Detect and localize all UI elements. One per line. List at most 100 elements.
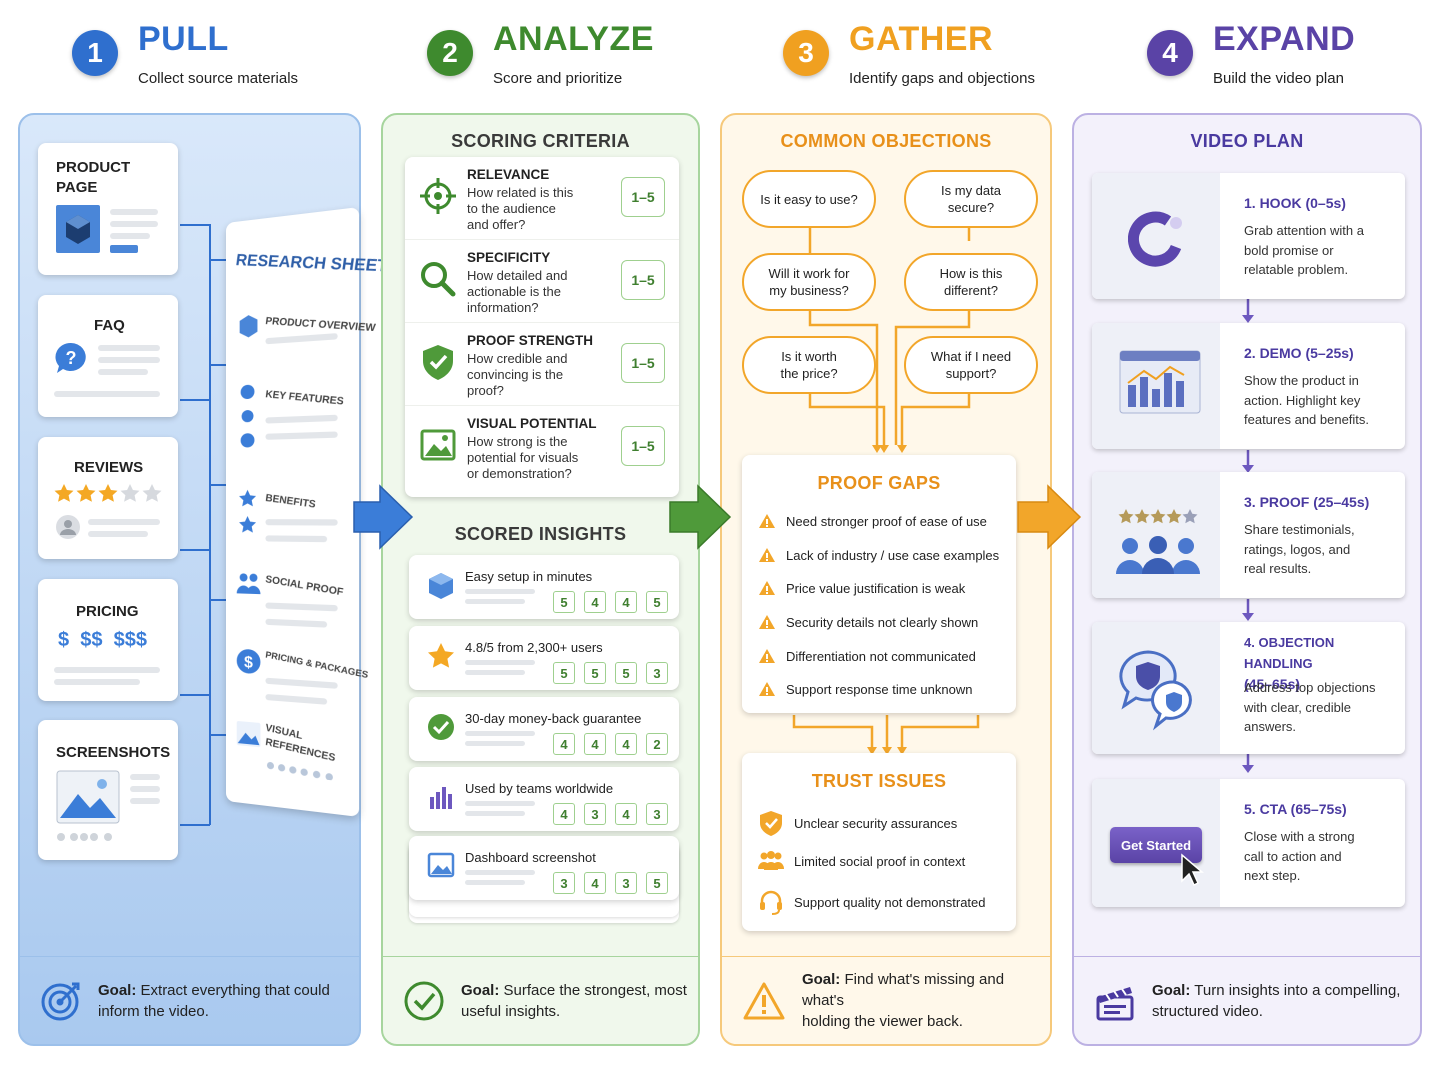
video-step-title: 1. HOOK (0–5s)	[1244, 195, 1346, 211]
people-icon	[1116, 536, 1200, 574]
step-subtitle: Identify gaps and objections	[849, 70, 1035, 87]
warning-icon	[759, 581, 775, 595]
get-started-button[interactable]: Get Started	[1110, 827, 1202, 863]
goal-label: Goal:	[801, 971, 841, 988]
goal-text: structured video.	[1152, 1002, 1263, 1020]
goal-label: Goal:	[461, 981, 500, 999]
expand-column: VIDEO PLAN 1. HOOK (0–5s) Grab attention…	[1072, 113, 1422, 1046]
analyze-column: SCORING CRITERIA RELEVANCE How related i…	[381, 113, 700, 1046]
score-range: 1–5	[621, 426, 665, 466]
source-label: SCREENSHOTS	[56, 744, 171, 761]
source-faq: FAQ ?	[38, 295, 178, 417]
pull-column: PRODUCT PAGE FAQ ? REVIEWS	[18, 113, 389, 1046]
step-subtitle: Score and prioritize	[493, 70, 623, 87]
source-label: FAQ	[94, 317, 125, 334]
cube-icon	[239, 314, 258, 339]
source-label: PRODUCT	[56, 159, 131, 176]
video-step-title: 3. PROOF (25–45s)	[1244, 494, 1370, 510]
goal-text: inform the video.	[98, 1002, 209, 1020]
cube-icon	[429, 573, 453, 599]
question-bubble-icon: ?	[55, 342, 86, 373]
source-label: PRICING	[76, 603, 139, 620]
source-screenshots: SCREENSHOTS	[38, 720, 178, 860]
warning-icon	[759, 682, 775, 696]
star-icon	[428, 643, 454, 668]
image-icon	[427, 852, 455, 878]
proof-gaps-card: PROOF GAPS Need stronger proof of ease o…	[742, 455, 1016, 713]
insight-text: Dashboard screenshot	[465, 850, 596, 865]
section-title: TRUST ISSUES	[811, 771, 947, 791]
warning-icon	[759, 548, 775, 562]
star-icon	[239, 489, 257, 533]
video-step-cta: Get Started 5. CTA (65–75s) Close with a…	[1092, 779, 1405, 907]
trust-issues-card: TRUST ISSUES Unclear security assurances…	[742, 753, 1016, 931]
proof-gap-item: Price value justification is weak	[758, 580, 965, 596]
people-icon	[236, 573, 261, 595]
warning-icon	[759, 615, 775, 629]
source-pricing: PRICING $ $$ $$$	[38, 579, 178, 701]
trust-issue-item: Support quality not demonstrated	[758, 889, 986, 915]
trust-issue-item: Limited social proof in context	[758, 849, 965, 873]
proof-gap-item: Support response time unknown	[758, 681, 972, 697]
cursor-icon	[1181, 853, 1205, 887]
carousel-dots	[57, 833, 112, 841]
warning-icon	[743, 982, 785, 1019]
step-header-analyze: 2 ANALYZE Score and prioritize	[427, 22, 654, 87]
score-range: 1–5	[621, 260, 665, 300]
section-title: VIDEO PLAN	[1190, 131, 1304, 151]
user-avatar-icon	[56, 515, 80, 539]
arrow-right-icon	[669, 484, 732, 550]
source-label: REVIEWS	[74, 459, 144, 476]
source-label: PAGE	[56, 179, 98, 196]
clapperboard-icon	[1096, 986, 1134, 1020]
rating-stars-icon	[54, 484, 162, 502]
proof-gap-item: Lack of industry / use case examples	[758, 547, 999, 563]
step-number: 3	[783, 30, 829, 76]
step-number: 4	[1147, 30, 1193, 76]
source-product-page: PRODUCT PAGE	[38, 143, 178, 275]
step-number: 2	[427, 30, 473, 76]
gather-column: COMMON OBJECTIONS Is it easy to use? Is …	[720, 113, 1052, 1046]
warning-icon	[759, 514, 775, 528]
step-title: GATHER	[849, 20, 994, 58]
sheet-item: BENEFITS	[264, 492, 317, 511]
arrow-right-icon	[353, 484, 414, 550]
people-icon	[758, 851, 784, 870]
shield-check-icon	[423, 345, 453, 380]
section-title: SCORED INSIGHTS	[454, 524, 627, 544]
step-title: PULL	[138, 20, 229, 58]
sheet-item: PRODUCT OVERVIEW	[264, 315, 377, 335]
objection-bubble: Is it easy to use?	[742, 170, 876, 228]
insight-text: 30-day money-back guarantee	[465, 711, 642, 726]
step-header-gather: 3 GATHER Identify gaps and objections	[783, 22, 1035, 87]
dollar-icon: $	[236, 648, 261, 675]
bar-chart-icon	[430, 787, 452, 809]
section-title: SCORING CRITERIA	[451, 131, 630, 151]
insight-text: 4.8/5 from 2,300+ users	[465, 640, 603, 655]
shield-icon	[760, 811, 782, 836]
score-range: 1–5	[621, 343, 665, 383]
magnet-icon	[1128, 211, 1182, 267]
step-title: ANALYZE	[493, 20, 654, 58]
step-number: 1	[72, 30, 118, 76]
check-circle-icon	[404, 981, 444, 1020]
video-step-objection-handling: 4. OBJECTION HANDLING(45–65s) Address to…	[1092, 622, 1405, 754]
criterion-title: SPECIFICITY	[467, 250, 551, 265]
